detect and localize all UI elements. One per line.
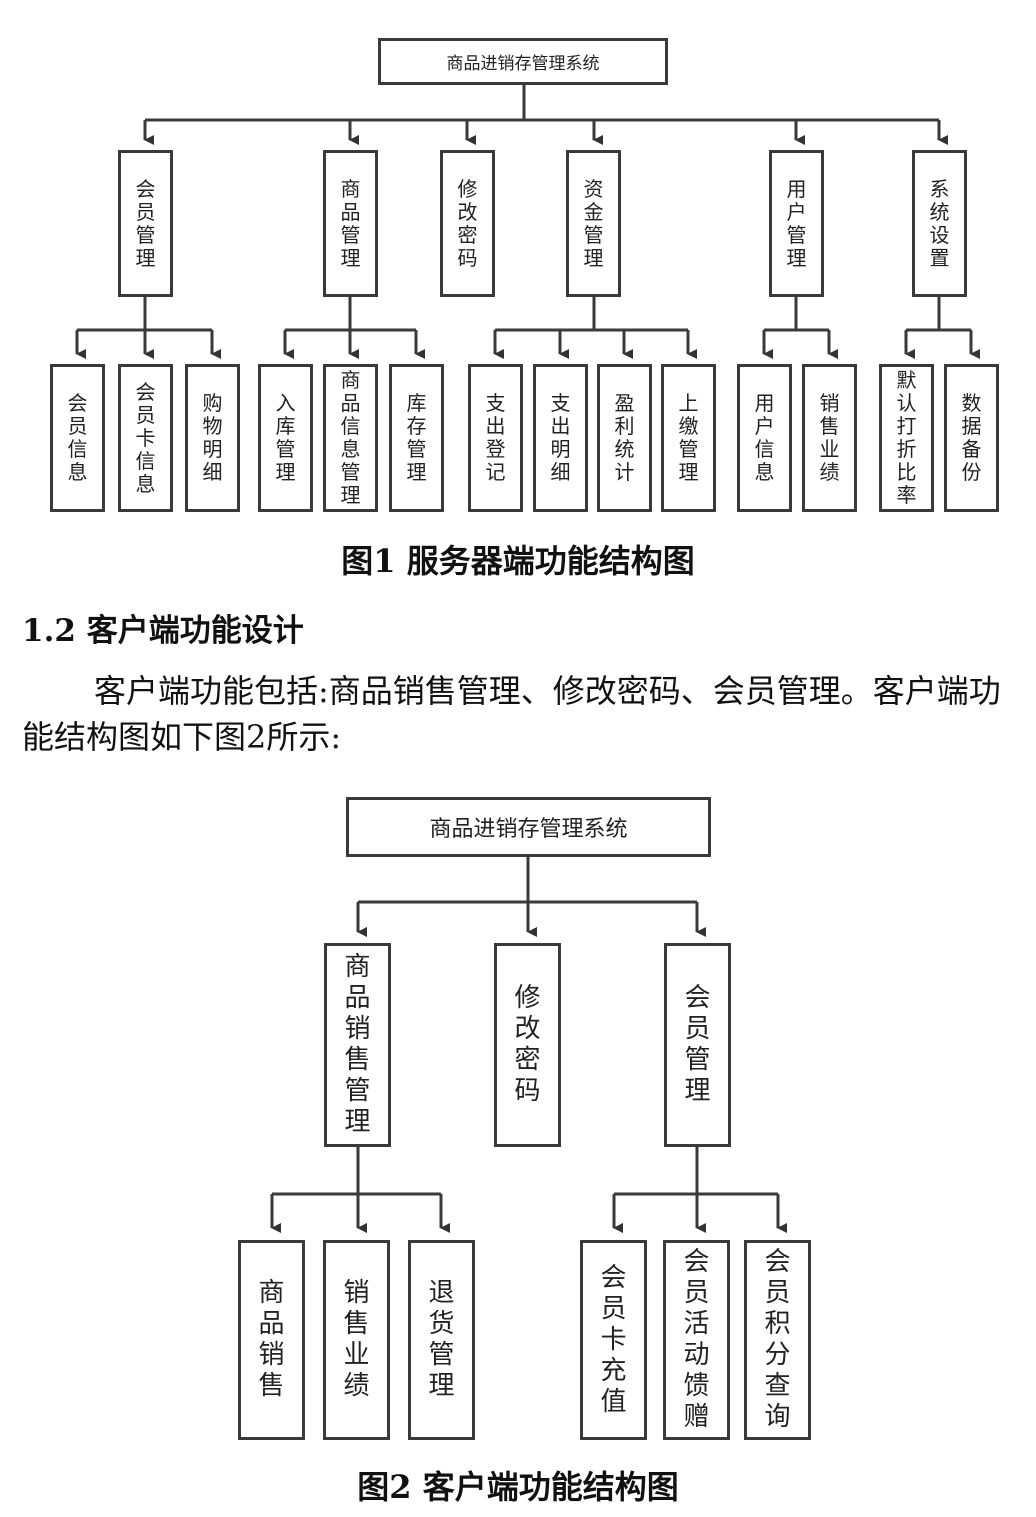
fig1-leaf: 盈利统计: [597, 364, 652, 512]
fig2-leaf-label: 商品销售: [258, 1278, 285, 1401]
fig1-leaf-label: 支出登记: [485, 391, 506, 484]
fig1-node-password: 修改密码: [440, 150, 495, 297]
figure1-caption: 图1 服务器端功能结构图: [341, 542, 695, 580]
fig1-leaf: 入库管理: [258, 364, 313, 512]
fig1-leaf-label: 数据备份: [961, 391, 982, 484]
fig1-leaf: 销售业绩: [802, 364, 857, 512]
fig2-leaf-label: 会员卡充值: [600, 1262, 627, 1417]
fig1-leaf: 用户信息: [737, 364, 792, 512]
fig1-leaf: 会员信息: [50, 364, 105, 512]
fig2-root-label: 商品进销存管理系统: [429, 817, 628, 842]
fig1-leaf: 默认打折比率: [879, 364, 934, 512]
section-paragraph: 客户端功能包括:商品销售管理、修改密码、会员管理。客户端功能结构图如下图2所示:: [22, 668, 1022, 760]
fig2-node-label: 修改密码: [514, 983, 541, 1106]
fig1-leaf-label: 商品信息管理: [340, 368, 361, 507]
fig1-root-label: 商品进销存管理系统: [446, 54, 600, 74]
fig1-leaf-label: 会员信息: [67, 391, 88, 484]
fig2-node-goods-sale: 商品销售管理: [324, 943, 391, 1147]
fig1-leaf: 库存管理: [389, 364, 444, 512]
figure2-caption: 图2 客户端功能结构图: [357, 1468, 679, 1506]
fig1-leaf-label: 支出明细: [550, 391, 571, 484]
fig2-leaf: 退货管理: [408, 1240, 475, 1440]
fig1-node-label: 修改密码: [457, 176, 478, 270]
fig1-leaf-label: 用户信息: [754, 391, 775, 484]
fig1-leaf: 数据备份: [944, 364, 999, 512]
fig2-leaf: 会员积分查询: [744, 1240, 811, 1440]
fig1-node-label: 系统设置: [929, 176, 950, 270]
fig2-node-member: 会员管理: [664, 943, 731, 1147]
section-heading: 1.2 客户端功能设计: [22, 613, 304, 649]
fig1-node-member: 会员管理: [118, 150, 173, 297]
fig2-leaf: 会员卡充值: [580, 1240, 647, 1440]
fig2-node-label: 会员管理: [684, 983, 711, 1106]
fig1-leaf: 支出登记: [468, 364, 523, 512]
fig1-root-node: 商品进销存管理系统: [378, 38, 668, 85]
fig2-root-node: 商品进销存管理系统: [346, 797, 711, 857]
fig1-node-label: 会员管理: [135, 176, 156, 270]
fig2-node-label: 商品销售管理: [344, 952, 371, 1137]
fig1-leaf-label: 购物明细: [202, 391, 223, 484]
fig1-leaf: 上缴管理: [661, 364, 716, 512]
fig1-node-label: 资金管理: [583, 176, 604, 270]
fig1-leaf-label: 上缴管理: [678, 391, 699, 484]
fig1-node-user: 用户管理: [769, 150, 824, 297]
fig2-leaf: 销售业绩: [323, 1240, 390, 1440]
fig1-leaf-label: 入库管理: [275, 391, 296, 484]
fig1-leaf: 商品信息管理: [323, 364, 378, 512]
fig1-node-fund: 资金管理: [566, 150, 621, 297]
fig2-node-password: 修改密码: [494, 943, 561, 1147]
fig1-leaf-label: 销售业绩: [819, 391, 840, 484]
fig1-leaf-label: 盈利统计: [614, 391, 635, 484]
fig1-node-label: 用户管理: [786, 176, 807, 270]
paragraph-text: 客户端功能包括:商品销售管理、修改密码、会员管理。客户端功能结构图如下图2所示:: [22, 672, 1001, 756]
fig1-node-goods: 商品管理: [323, 150, 378, 297]
fig1-leaf: 支出明细: [533, 364, 588, 512]
fig2-leaf-label: 销售业绩: [343, 1278, 370, 1401]
fig1-node-label: 商品管理: [340, 176, 361, 270]
fig1-leaf: 购物明细: [185, 364, 240, 512]
fig1-leaf-label: 会员卡信息: [135, 379, 156, 496]
fig1-node-settings: 系统设置: [912, 150, 967, 297]
fig2-leaf-label: 会员积分查询: [764, 1247, 791, 1432]
fig1-leaf-label: 库存管理: [406, 391, 427, 484]
fig2-leaf: 商品销售: [238, 1240, 305, 1440]
fig1-leaf-label: 默认打折比率: [896, 368, 917, 507]
fig2-leaf-label: 会员活动馈赠: [683, 1247, 710, 1432]
fig2-leaf-label: 退货管理: [428, 1278, 455, 1401]
fig2-leaf: 会员活动馈赠: [663, 1240, 730, 1440]
fig1-leaf: 会员卡信息: [118, 364, 173, 512]
